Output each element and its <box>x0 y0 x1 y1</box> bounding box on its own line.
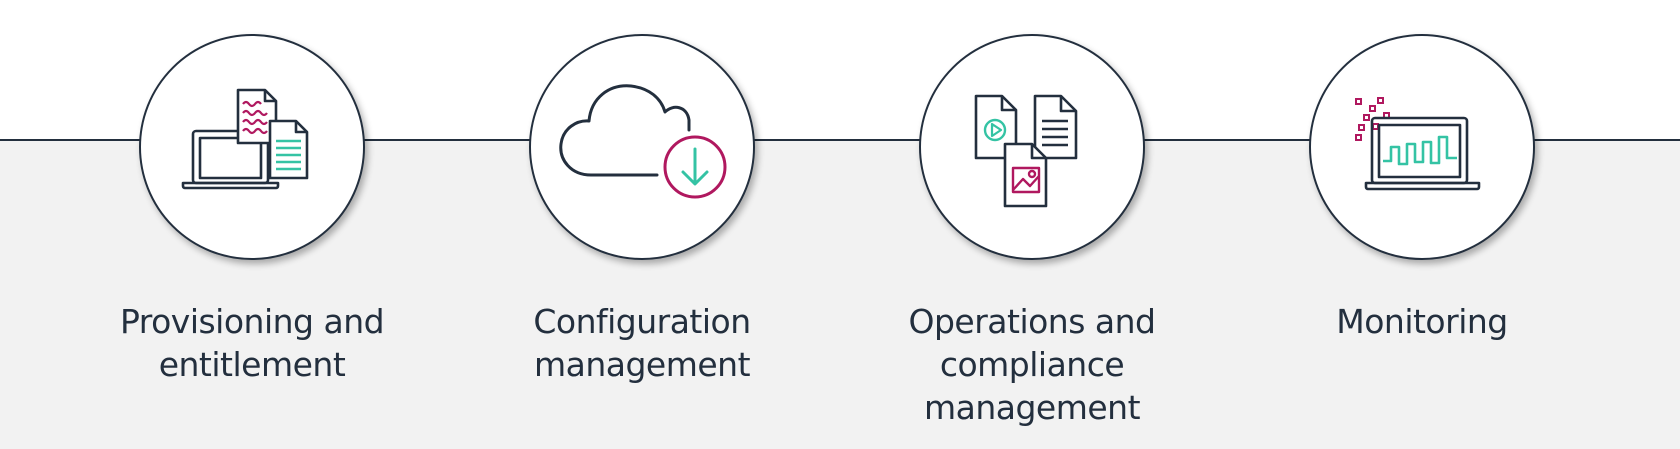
timeline-connector <box>0 139 1680 141</box>
step-provisioning: Provisioning and entitlement <box>82 0 422 449</box>
step-label: Provisioning and entitlement <box>82 300 422 386</box>
step-label-line: management <box>923 388 1141 427</box>
step-label: Monitoring <box>1252 300 1592 343</box>
step-label: Configuration management <box>472 300 812 386</box>
media-documents-icon <box>974 94 1078 208</box>
step-monitoring: Monitoring <box>1252 0 1592 449</box>
step-label-line: compliance <box>939 345 1125 384</box>
step-label-line: entitlement <box>158 345 346 384</box>
laptop-documents-icon <box>181 88 309 190</box>
step-label-line: Monitoring <box>1336 302 1508 341</box>
step-label-line: Operations and <box>908 302 1157 341</box>
laptop-monitoring-icon <box>1355 97 1481 191</box>
step-label-line: Configuration <box>533 302 751 341</box>
step-label: Operations and compliance management <box>862 300 1202 429</box>
step-circle <box>139 34 365 260</box>
step-label-line: management <box>533 345 751 384</box>
step-circle <box>1309 34 1535 260</box>
cloud-download-icon <box>559 84 727 199</box>
step-label-line: Provisioning and <box>119 302 385 341</box>
step-circle <box>919 34 1145 260</box>
step-circle <box>529 34 755 260</box>
step-operations: Operations and compliance management <box>862 0 1202 449</box>
step-configuration: Configuration management <box>472 0 812 449</box>
